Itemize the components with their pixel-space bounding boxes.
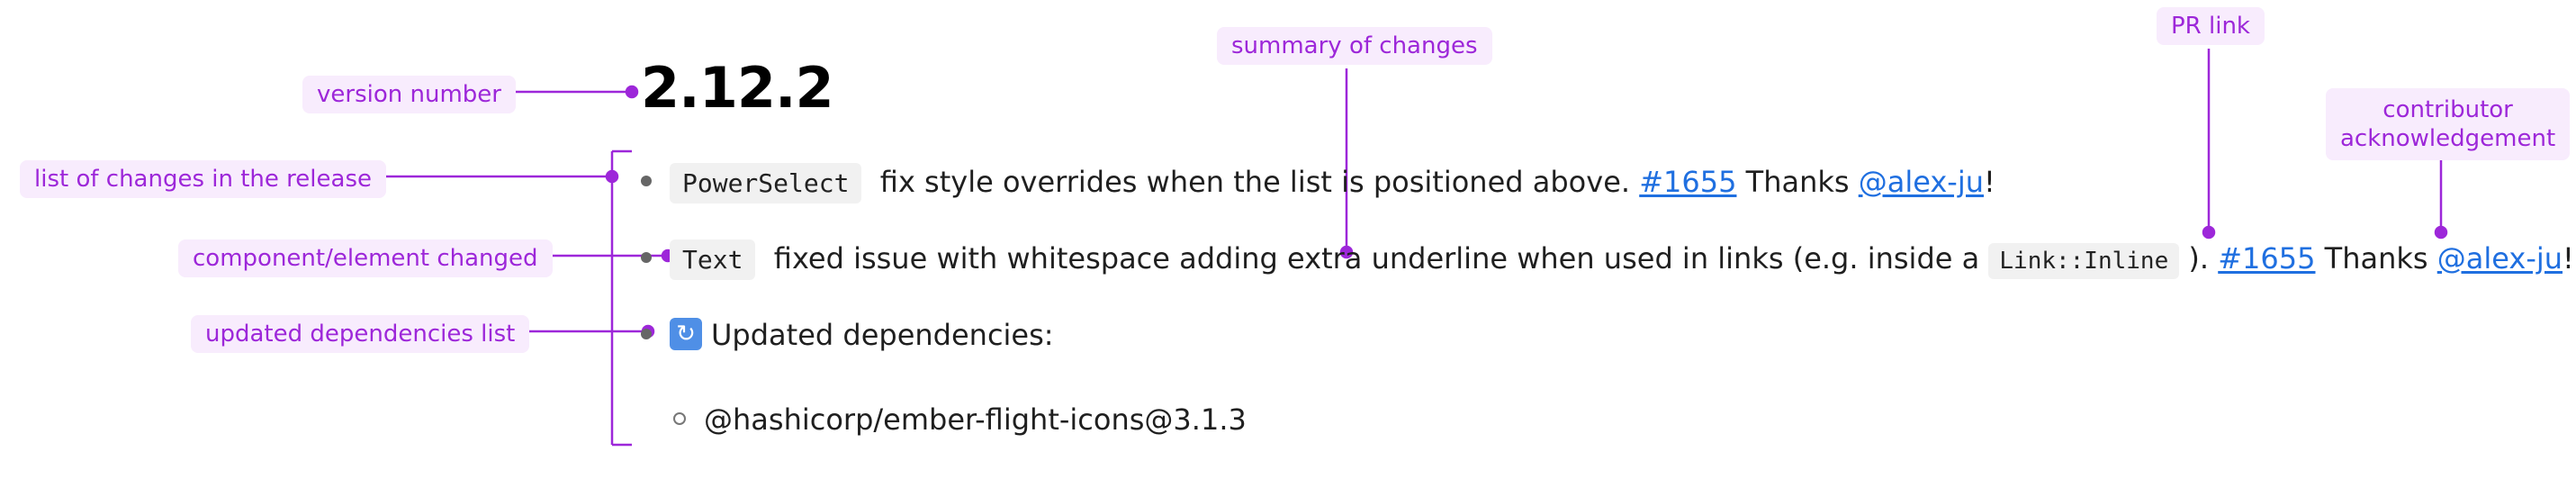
component-name: PowerSelect: [670, 163, 862, 203]
change-summary-end: ).: [2188, 241, 2210, 276]
annotation-pr-link: PR link: [2157, 7, 2265, 45]
dependency-name: @hashicorp/ember-flight-icons@3.1.3: [704, 402, 1247, 437]
punctuation: !: [1984, 165, 1995, 199]
contributor-link[interactable]: @alex-ju: [2436, 241, 2563, 276]
annotation-version-number: version number: [302, 76, 516, 113]
pr-link[interactable]: #1655: [2218, 241, 2316, 276]
thanks-text: Thanks: [1745, 165, 1850, 199]
component-name: Text: [670, 239, 756, 280]
annotation-updated-dependencies: updated dependencies list: [191, 315, 530, 353]
annotation-contributor-line2: acknowledgement: [2340, 125, 2556, 152]
pr-link[interactable]: #1655: [1639, 165, 1737, 199]
annotation-list-of-changes: list of changes in the release: [20, 160, 386, 198]
punctuation: !: [2562, 241, 2574, 276]
hollow-bullet-icon: [673, 412, 686, 425]
dependencies-title: Updated dependencies:: [711, 318, 1054, 352]
contributor-link[interactable]: @alex-ju: [1858, 165, 1985, 199]
annotation-component-changed: component/element changed: [178, 239, 553, 277]
refresh-emoji-icon: ↻: [670, 318, 702, 350]
inline-code: Link::Inline: [1988, 243, 2180, 279]
bullet-icon: [641, 176, 652, 186]
bullet-icon: [641, 329, 652, 339]
annotation-summary-of-changes: summary of changes: [1217, 27, 1492, 65]
change-summary: fix style overrides when the list is pos…: [879, 165, 1631, 199]
change-summary: fixed issue with whitespace adding extra…: [773, 241, 1980, 276]
dependencies-heading: ↻ Updated dependencies:: [641, 315, 1054, 355]
thanks-text: Thanks: [2324, 241, 2428, 276]
change-item-1: PowerSelect fix style overrides when the…: [641, 162, 1995, 203]
annotation-contributor-line1: contributor: [2382, 96, 2513, 123]
version-number: 2.12.2: [641, 55, 834, 121]
annotation-contributor-acknowledgement: contributor acknowledgement: [2326, 88, 2571, 160]
dependency-item: @hashicorp/ember-flight-icons@3.1.3: [673, 400, 1247, 439]
change-item-2: Text fixed issue with whitespace adding …: [641, 239, 2574, 281]
bullet-icon: [641, 252, 652, 263]
